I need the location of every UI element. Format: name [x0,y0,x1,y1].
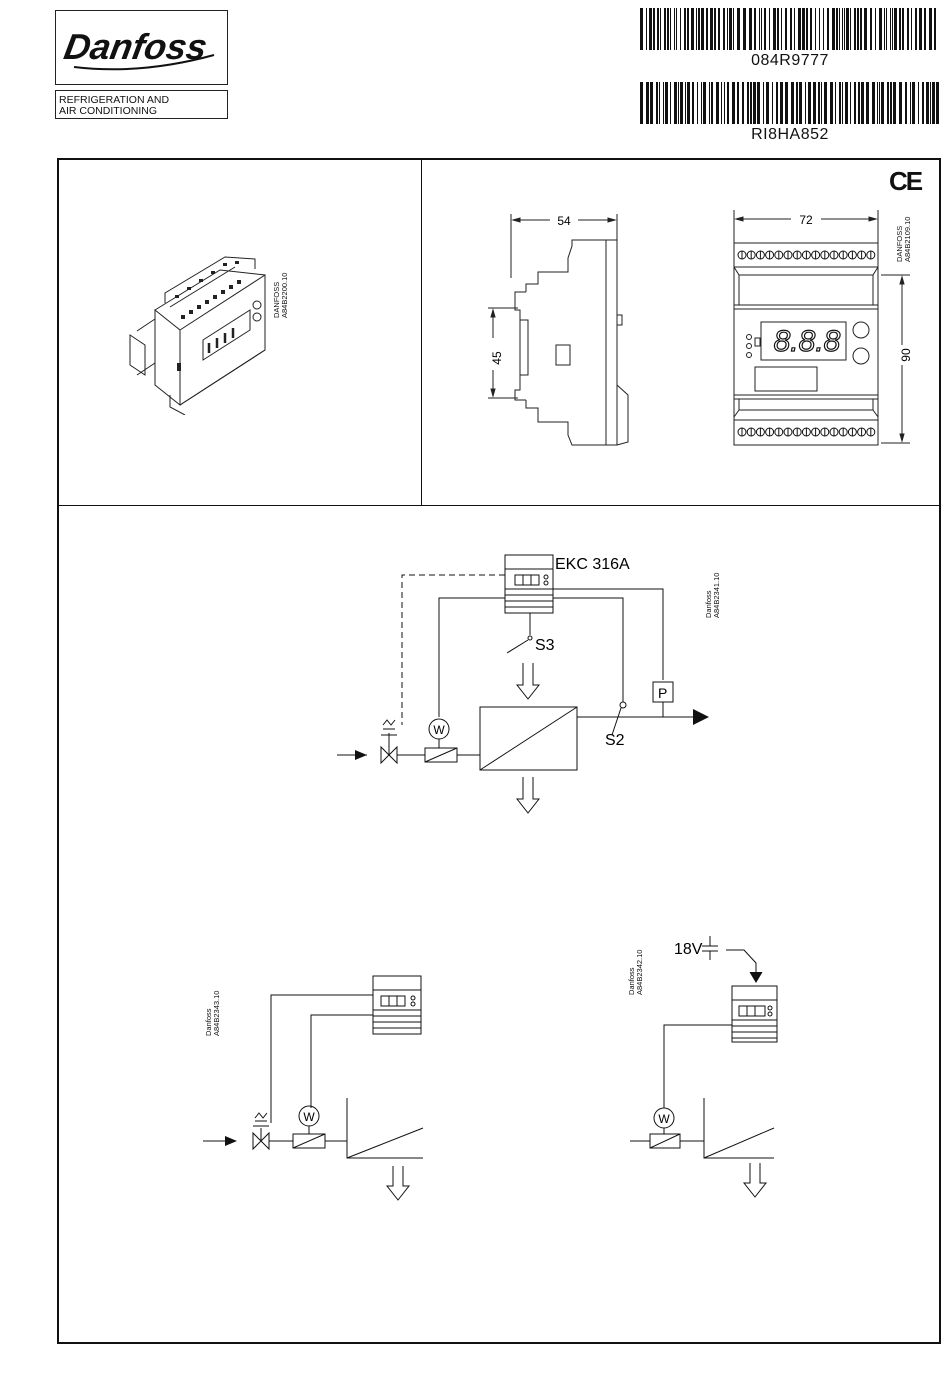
barcode-icon [640,82,940,124]
side-view-drawing: 54 45 [480,210,640,460]
divider-vertical [421,158,422,506]
ce-mark-icon: CE [889,166,921,197]
supply-voltage-label: 18V [674,941,703,958]
switch-s3-label: S3 [535,637,555,654]
terminal-row-bottom [738,428,875,436]
danfoss-logo: Danfoss [56,11,227,84]
brand-logo: Danfoss [55,10,228,85]
lower-right-diagram: W 18V [622,928,792,1208]
display-digits: 8.8.8 [774,325,841,358]
dim-90: 90 [899,348,913,362]
lower-left-diagram: W [195,968,435,1208]
svg-text:W: W [303,1110,315,1124]
front-view-drawing: 8.8.8 72 90 [725,205,920,455]
sensor-s2-label: S2 [605,732,625,749]
svg-text:W: W [433,723,445,737]
code-label-2: RI8HA852 [640,126,940,144]
code-label-1: 084R9777 [640,52,940,70]
dim-72: 72 [799,213,813,227]
svg-text:W: W [658,1112,670,1126]
dim-54: 54 [557,214,571,228]
pressure-label: P [658,685,667,701]
tagline: REFRIGERATION AND AIR CONDITIONING [55,90,228,119]
controller-icon [505,555,553,613]
dim-45: 45 [490,351,504,365]
barcode-icon [640,8,940,50]
terminal-row-top [738,251,875,259]
main-piping-diagram: W EKC 316A S3 S2 P [325,545,745,825]
controller-label: EKC 316A [555,556,630,573]
divider-horizontal [57,505,941,506]
controller-perspective-drawing [125,235,275,415]
tagline-line-2: AIR CONDITIONING [59,106,227,117]
